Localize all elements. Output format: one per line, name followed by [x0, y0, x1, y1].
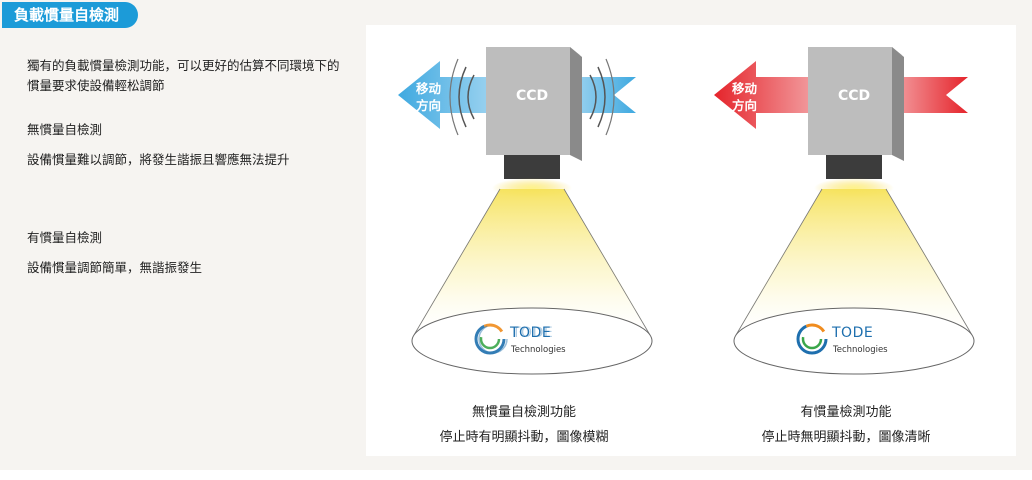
desc-with: 設備慣量調節簡單，無諧振發生	[27, 260, 203, 275]
heading-with: 有慣量自檢測	[27, 230, 103, 245]
illustration-card: CCD 移动 方向 TODE Technologies 無慣量自檢測功能 停止時…	[366, 25, 1016, 456]
caption-title: 無慣量自檢測功能	[471, 405, 576, 420]
intro-text: 獨有的負載慣量檢測功能，可以更好的估算不同環境下的慣量要求使設備輕松調節	[27, 58, 340, 93]
logo-subtext: Technologies	[833, 345, 888, 355]
camera-illustration-with	[714, 47, 978, 375]
description-column: 獨有的負載慣量檢測功能，可以更好的估算不同環境下的慣量要求使設備輕松調節 無慣量…	[27, 56, 347, 278]
caption-detail: 停止時無明顯抖動，圖像清晰	[761, 430, 931, 445]
heading-without: 無慣量自檢測	[27, 122, 103, 137]
tode-logo-icon	[796, 323, 828, 355]
content-panel: 負載慣量自檢測 獨有的負載慣量檢測功能，可以更好的估算不同環境下的慣量要求使設備…	[0, 0, 1032, 470]
arrow-label-line1: 移动	[732, 81, 758, 96]
tode-logo-icon	[474, 323, 508, 355]
logo-subtext: Technologies	[511, 345, 566, 355]
caption-detail: 停止時有明顯抖動，圖像模糊	[439, 430, 609, 445]
logo-text: TODE	[832, 325, 874, 341]
caption-title: 有慣量檢測功能	[800, 405, 892, 420]
scene-without-detection: CCD 移动 方向 TODE Technologies 無慣量自檢測功能 停止時…	[374, 25, 674, 456]
arrow-label-line2: 方向	[732, 98, 758, 113]
camera-illustration-without	[398, 47, 656, 375]
ccd-label: CCD	[516, 88, 549, 104]
ccd-label: CCD	[838, 88, 871, 104]
logo-text: TODE	[510, 325, 552, 341]
scene-with-detection: CCD 移动 方向 TODE Technologies 有慣量檢測功能 停止時無…	[696, 25, 996, 456]
desc-without: 設備慣量難以調節，將發生諧振且響應無法提升	[27, 152, 290, 167]
section-tag: 負載慣量自檢測	[2, 2, 138, 28]
arrow-label-line2: 方向	[416, 98, 442, 113]
arrow-label-line1: 移动	[416, 81, 442, 96]
